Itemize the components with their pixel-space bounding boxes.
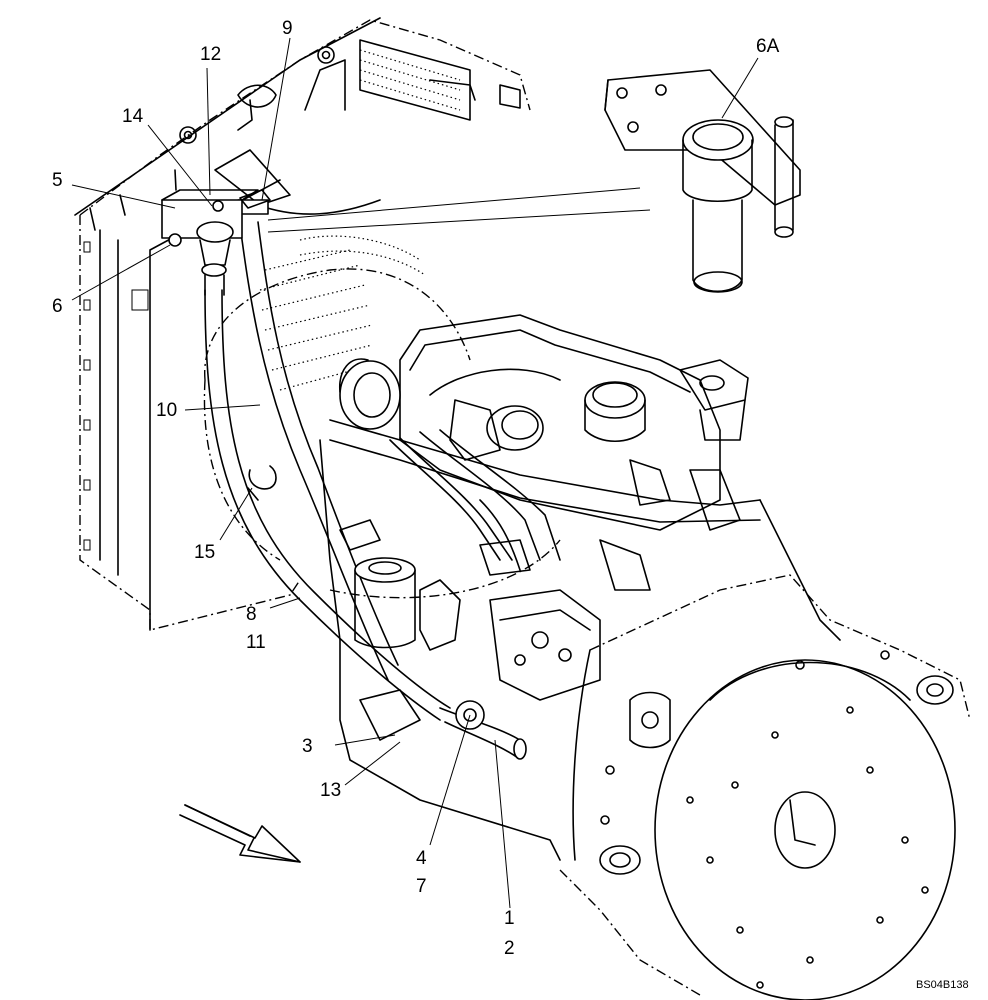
callout-6a: 6A bbox=[756, 36, 780, 57]
callout-10: 10 bbox=[156, 400, 177, 421]
callout-7: 7 bbox=[416, 876, 427, 897]
thermostat-housing bbox=[161, 189, 271, 296]
callout-15: 15 bbox=[194, 542, 215, 563]
callout-leaders bbox=[71, 37, 759, 909]
callout-6: 6 bbox=[52, 296, 63, 317]
callout-11: 11 bbox=[246, 632, 266, 653]
callout-5: 5 bbox=[52, 170, 63, 191]
upper-radiator-hose bbox=[214, 149, 399, 681]
callout-12: 12 bbox=[200, 44, 221, 65]
callout-8: 8 bbox=[246, 604, 257, 625]
detail-6a-fitting bbox=[604, 69, 801, 293]
drawing-code: BS04B138 bbox=[916, 979, 969, 991]
callout-9: 9 bbox=[282, 18, 293, 39]
flywheel-housing bbox=[559, 574, 971, 1000]
engine-block bbox=[319, 314, 841, 861]
front-direction-arrow-icon bbox=[179, 804, 301, 863]
radiator-assembly bbox=[74, 17, 561, 631]
callout-13: 13 bbox=[320, 780, 341, 801]
callout-4: 4 bbox=[416, 848, 427, 869]
lower-radiator-hose bbox=[204, 289, 527, 760]
callout-14: 14 bbox=[122, 106, 144, 127]
callout-1: 1 bbox=[504, 908, 515, 929]
callout-3: 3 bbox=[302, 736, 313, 757]
callout-2: 2 bbox=[504, 938, 515, 959]
